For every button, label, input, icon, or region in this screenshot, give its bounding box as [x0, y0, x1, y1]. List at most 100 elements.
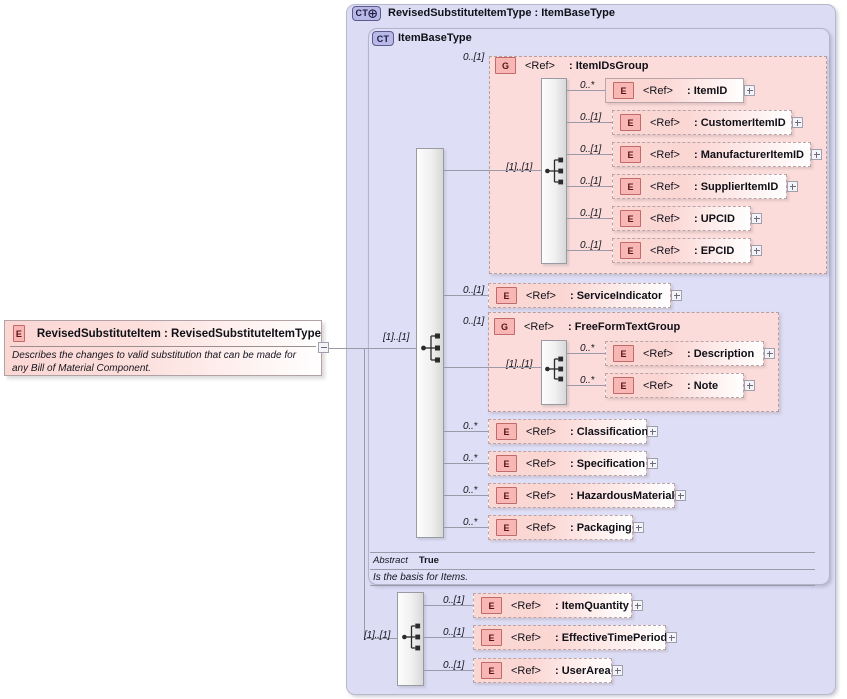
connector-description: [567, 353, 605, 354]
expand-classification-button[interactable]: [647, 426, 658, 437]
node-packaging[interactable]: E <Ref> : Packaging: [488, 515, 633, 540]
sequence-compositor-icon-derived: [402, 623, 421, 651]
expand-packaging-button[interactable]: [633, 522, 644, 533]
connector-supplieritemid: [567, 186, 612, 187]
connector-trunk-h: [346, 348, 364, 349]
node-ref-label: <Ref>: [643, 347, 673, 360]
cardinality-packaging: 0..*: [463, 517, 478, 528]
node-name-label: : ItemQuantity: [554, 599, 629, 612]
node-ref-label: <Ref>: [526, 457, 556, 470]
group-icon: G: [494, 318, 515, 335]
abstract-row: Abstract True: [373, 555, 439, 566]
expand-effectivetimeperiod-button[interactable]: [666, 632, 677, 643]
footer-rule-bottom: [370, 585, 815, 586]
cardinality-effectivetimeperiod: 0..[1]: [443, 627, 465, 638]
node-ref-label: <Ref>: [650, 212, 680, 225]
node-customeritemid[interactable]: E <Ref> : CustomerItemID: [612, 110, 792, 135]
node-name-label: : ServiceIndicator: [569, 289, 663, 302]
node-name-label: : CustomerItemID: [693, 116, 786, 129]
element-icon: E: [496, 423, 517, 440]
node-classification[interactable]: E <Ref> : Classification: [488, 419, 649, 444]
connector-customeritemid: [567, 122, 612, 123]
element-icon: E: [613, 82, 634, 99]
node-manufactureritemid[interactable]: E <Ref> : ManufacturerItemID: [612, 142, 811, 167]
sequence-compositor-icon-base: [421, 333, 440, 363]
complextype-icon-inner: CT: [372, 31, 394, 46]
group-ref-label: <Ref>: [524, 320, 554, 333]
expand-note-button[interactable]: [744, 380, 755, 391]
node-specification[interactable]: E <Ref> : Specification: [488, 451, 647, 476]
expand-customeritemid-button[interactable]: [792, 117, 803, 128]
node-supplieritemid[interactable]: E <Ref> : SupplierItemID: [612, 174, 787, 199]
group-icon: G: [495, 57, 516, 74]
connector-hazardousmaterial: [444, 495, 488, 496]
connector-note: [567, 385, 605, 386]
element-icon: E: [496, 287, 517, 304]
root-element-header: E RevisedSubstituteItem : RevisedSubstit…: [5, 321, 321, 346]
group-name-label: : ItemIDsGroup: [568, 59, 649, 72]
sequence-compositor-icon-freeformtext: [545, 356, 564, 382]
node-note[interactable]: E <Ref> : Note: [605, 373, 744, 398]
node-ref-label: <Ref>: [526, 521, 556, 534]
expand-description-button[interactable]: [764, 348, 775, 359]
connector-effectivetimeperiod: [424, 637, 473, 638]
node-itemquantity[interactable]: E <Ref> : ItemQuantity: [473, 593, 632, 618]
expand-upcid-button[interactable]: [751, 213, 762, 224]
node-effectivetimeperiod[interactable]: E <Ref> : EffectiveTimePeriod: [473, 625, 667, 650]
node-ref-label: <Ref>: [526, 289, 556, 302]
expand-serviceindicator-button[interactable]: [671, 290, 682, 301]
node-epcid[interactable]: E <Ref> : EPCID: [612, 238, 751, 263]
group-ref-label: <Ref>: [525, 59, 555, 72]
cardinality-customeritemid: 0..[1]: [580, 112, 602, 123]
element-icon: E: [496, 487, 517, 504]
connector-base-to-itemids: [444, 170, 489, 171]
node-name-label: : UPCID: [693, 212, 735, 225]
connector-specification: [444, 463, 488, 464]
element-icon: E: [13, 325, 25, 342]
cardinality-userarea: 0..[1]: [443, 660, 465, 671]
connector-serviceindicator: [444, 295, 488, 296]
node-userarea[interactable]: E <Ref> : UserArea: [473, 658, 612, 683]
expand-supplieritemid-button[interactable]: [787, 181, 798, 192]
root-element-box[interactable]: E RevisedSubstituteItem : RevisedSubstit…: [4, 320, 322, 376]
cardinality-description: 0..*: [580, 343, 595, 354]
expand-epcid-button[interactable]: [751, 245, 762, 256]
expand-itemid-button[interactable]: [744, 85, 755, 96]
node-ref-label: <Ref>: [511, 631, 541, 644]
expand-specification-button[interactable]: [647, 458, 658, 469]
node-itemid[interactable]: E <Ref> : ItemID: [605, 78, 744, 103]
expand-hazardousmaterial-button[interactable]: [675, 490, 686, 501]
node-name-label: : ItemID: [686, 84, 728, 97]
node-ref-label: <Ref>: [643, 379, 673, 392]
base-sequence-bar[interactable]: [416, 148, 444, 538]
cardinality-itemquantity: 0..[1]: [443, 595, 465, 606]
connector-itemids-seq-in: [489, 170, 541, 171]
element-icon: E: [496, 455, 517, 472]
node-description[interactable]: E <Ref> : Description: [605, 341, 764, 366]
sequence-compositor-icon-itemids: [545, 157, 564, 185]
abstract-value: True: [418, 555, 439, 566]
derived-sequence-cardinality: [1]..[1]: [364, 630, 391, 641]
connector-base-to-freeformtext: [444, 367, 488, 368]
expand-itemquantity-button[interactable]: [632, 600, 643, 611]
node-upcid[interactable]: E <Ref> : UPCID: [612, 206, 751, 231]
connector-itemid: [567, 90, 605, 91]
node-ref-label: <Ref>: [526, 489, 556, 502]
root-collapse-button[interactable]: [318, 342, 329, 353]
group-itemidsgroup-header: G <Ref> : ItemIDsGroup: [495, 57, 648, 74]
expand-userarea-button[interactable]: [612, 665, 623, 676]
element-icon: E: [620, 242, 641, 259]
node-name-label: : Classification: [569, 425, 649, 438]
node-serviceindicator[interactable]: E <Ref> : ServiceIndicator: [488, 283, 671, 308]
connector-upcid: [567, 218, 612, 219]
cardinality-supplieritemid: 0..[1]: [580, 176, 602, 187]
group-freeformtextgroup-cardinality: 0..[1]: [463, 316, 485, 327]
node-hazardousmaterial[interactable]: E <Ref> : HazardousMaterial: [488, 483, 675, 508]
cardinality-manufactureritemid: 0..[1]: [580, 144, 602, 155]
node-ref-label: <Ref>: [650, 180, 680, 193]
expand-manufactureritemid-button[interactable]: [811, 149, 822, 160]
base-sequence-cardinality: [1]..[1]: [383, 332, 410, 343]
cardinality-classification: 0..*: [463, 421, 478, 432]
element-icon: E: [496, 519, 517, 536]
